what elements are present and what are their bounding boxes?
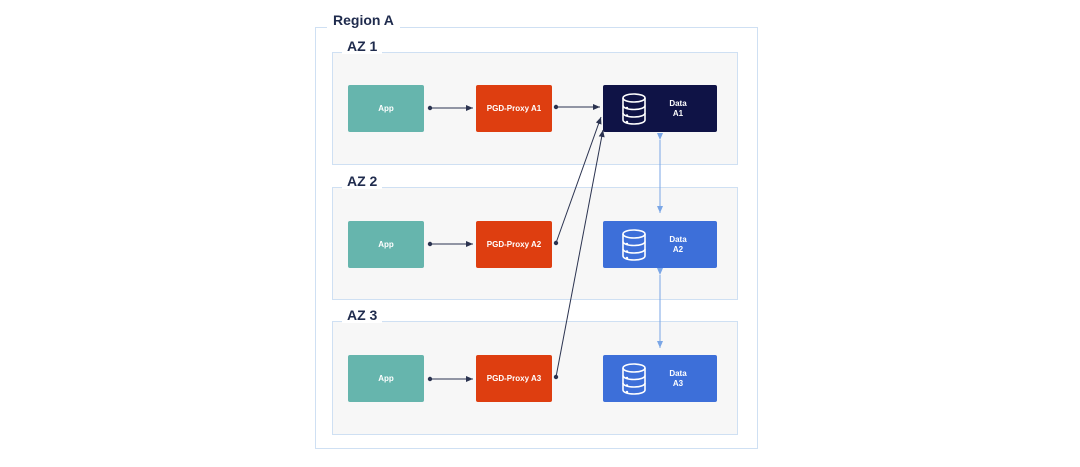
connector-dot <box>427 241 433 247</box>
pgd-proxy-a1-box: PGD-Proxy A1 <box>476 85 552 132</box>
app-box-az3: App <box>348 355 424 402</box>
az-1-title: AZ 1 <box>342 38 383 54</box>
connector-dot <box>553 374 559 380</box>
data-label: Data A2 <box>665 235 691 255</box>
data-a1-box: Data A1 <box>603 85 717 132</box>
app-box-az1: App <box>348 85 424 132</box>
app-label: App <box>378 374 394 383</box>
region-title: Region A <box>327 11 400 29</box>
database-icon <box>622 228 646 261</box>
data-label-line1: Data <box>669 368 687 378</box>
connector-dot <box>427 376 433 382</box>
database-icon <box>622 362 646 395</box>
connector-dot <box>553 104 559 110</box>
connector-dot <box>427 105 433 111</box>
pgd-proxy-a2-box: PGD-Proxy A2 <box>476 221 552 268</box>
proxy-a3-to-data-a1-arrow <box>555 129 605 378</box>
data-label: Data A3 <box>665 369 691 389</box>
data-label-line2: A2 <box>672 244 684 254</box>
data-label-line2: A1 <box>672 108 684 118</box>
region-container <box>315 27 758 449</box>
app-label: App <box>378 240 394 249</box>
proxy-label: PGD-Proxy A1 <box>486 104 542 113</box>
database-icon <box>622 92 646 125</box>
data-a2-box: Data A2 <box>603 221 717 268</box>
data-label-line2: A3 <box>672 378 684 388</box>
app-label: App <box>378 104 394 113</box>
az-2-title: AZ 2 <box>342 173 383 189</box>
app-box-az2: App <box>348 221 424 268</box>
proxy-a2-to-data-a1-arrow <box>555 116 602 244</box>
proxy-label: PGD-Proxy A3 <box>486 374 542 383</box>
connector-dot <box>553 240 559 246</box>
data-a3-box: Data A3 <box>603 355 717 402</box>
data-label: Data A1 <box>665 99 691 119</box>
proxy-label: PGD-Proxy A2 <box>486 240 542 249</box>
data-label-line1: Data <box>669 234 687 244</box>
az-3-title: AZ 3 <box>342 307 383 323</box>
data-label-line1: Data <box>669 98 687 108</box>
pgd-proxy-a3-box: PGD-Proxy A3 <box>476 355 552 402</box>
